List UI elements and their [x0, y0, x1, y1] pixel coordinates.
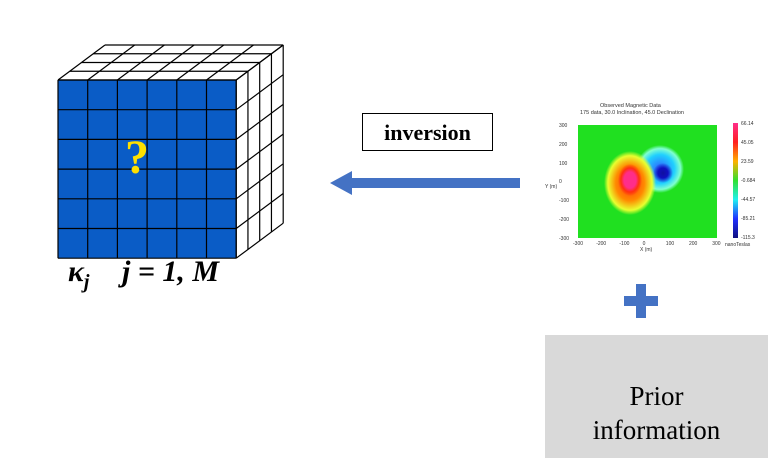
prior-line1: Prior — [629, 381, 684, 411]
prior-information-box: Prior information — [545, 335, 768, 458]
magnetic-heatmap — [578, 125, 717, 238]
y-tick-label: 100 — [559, 160, 568, 167]
colorbar-tick-label: -0.684 — [741, 178, 756, 184]
colorbar-unit: nanoTeslas — [725, 242, 751, 248]
inversion-arrow — [330, 171, 520, 195]
colorbar-tick-label: 45.05 — [741, 140, 754, 146]
x-tick-label: 200 — [689, 241, 698, 247]
colorbar-tick-label: -115.3 — [741, 235, 755, 241]
colorbar — [733, 123, 738, 238]
x-tick-label: 0 — [642, 241, 646, 247]
plot-subtitle: 175 data, 30.0 Inclination, 45.0 Declina… — [580, 110, 684, 116]
y-axis-label: Y (m) — [545, 184, 558, 190]
x-tick-label: -100 — [619, 241, 630, 247]
model-cube — [57, 44, 284, 259]
y-tick-label: -200 — [559, 217, 570, 223]
x-tick-label: 100 — [665, 241, 675, 247]
y-tick-label: -100 — [559, 198, 570, 205]
unknown-question-mark: ? — [125, 131, 149, 184]
y-tick-label: -300 — [559, 235, 570, 242]
plus-icon — [624, 284, 658, 318]
colorbar-tick-label: 23.59 — [741, 159, 754, 165]
kappa-subscript: j — [83, 271, 90, 293]
kappa-symbol: κ — [68, 255, 84, 288]
inversion-label: inversion — [362, 113, 493, 151]
y-tick-label: 200 — [559, 141, 568, 148]
plot-title: Observed Magnetic Data — [600, 103, 661, 109]
colorbar-tick-label: -85.21 — [741, 216, 756, 222]
x-axis-label: X (m) — [640, 247, 653, 253]
x-tick-label: -300 — [573, 241, 584, 247]
magnetic-data-plot: Observed Magnetic Data 175 data, 30.0 In… — [545, 100, 768, 253]
y-tick-label: 300 — [559, 123, 568, 129]
x-tick-label: -200 — [596, 241, 607, 247]
kappa-label: κj — [68, 255, 89, 294]
index-label: j = 1, M — [122, 255, 220, 288]
y-tick-label: 0 — [559, 179, 562, 186]
prior-line2: information — [592, 415, 721, 445]
colorbar-tick-label: 66.14 — [741, 121, 754, 127]
colorbar-tick-label: -44.57 — [741, 197, 756, 203]
x-tick-label: 300 — [712, 241, 721, 247]
